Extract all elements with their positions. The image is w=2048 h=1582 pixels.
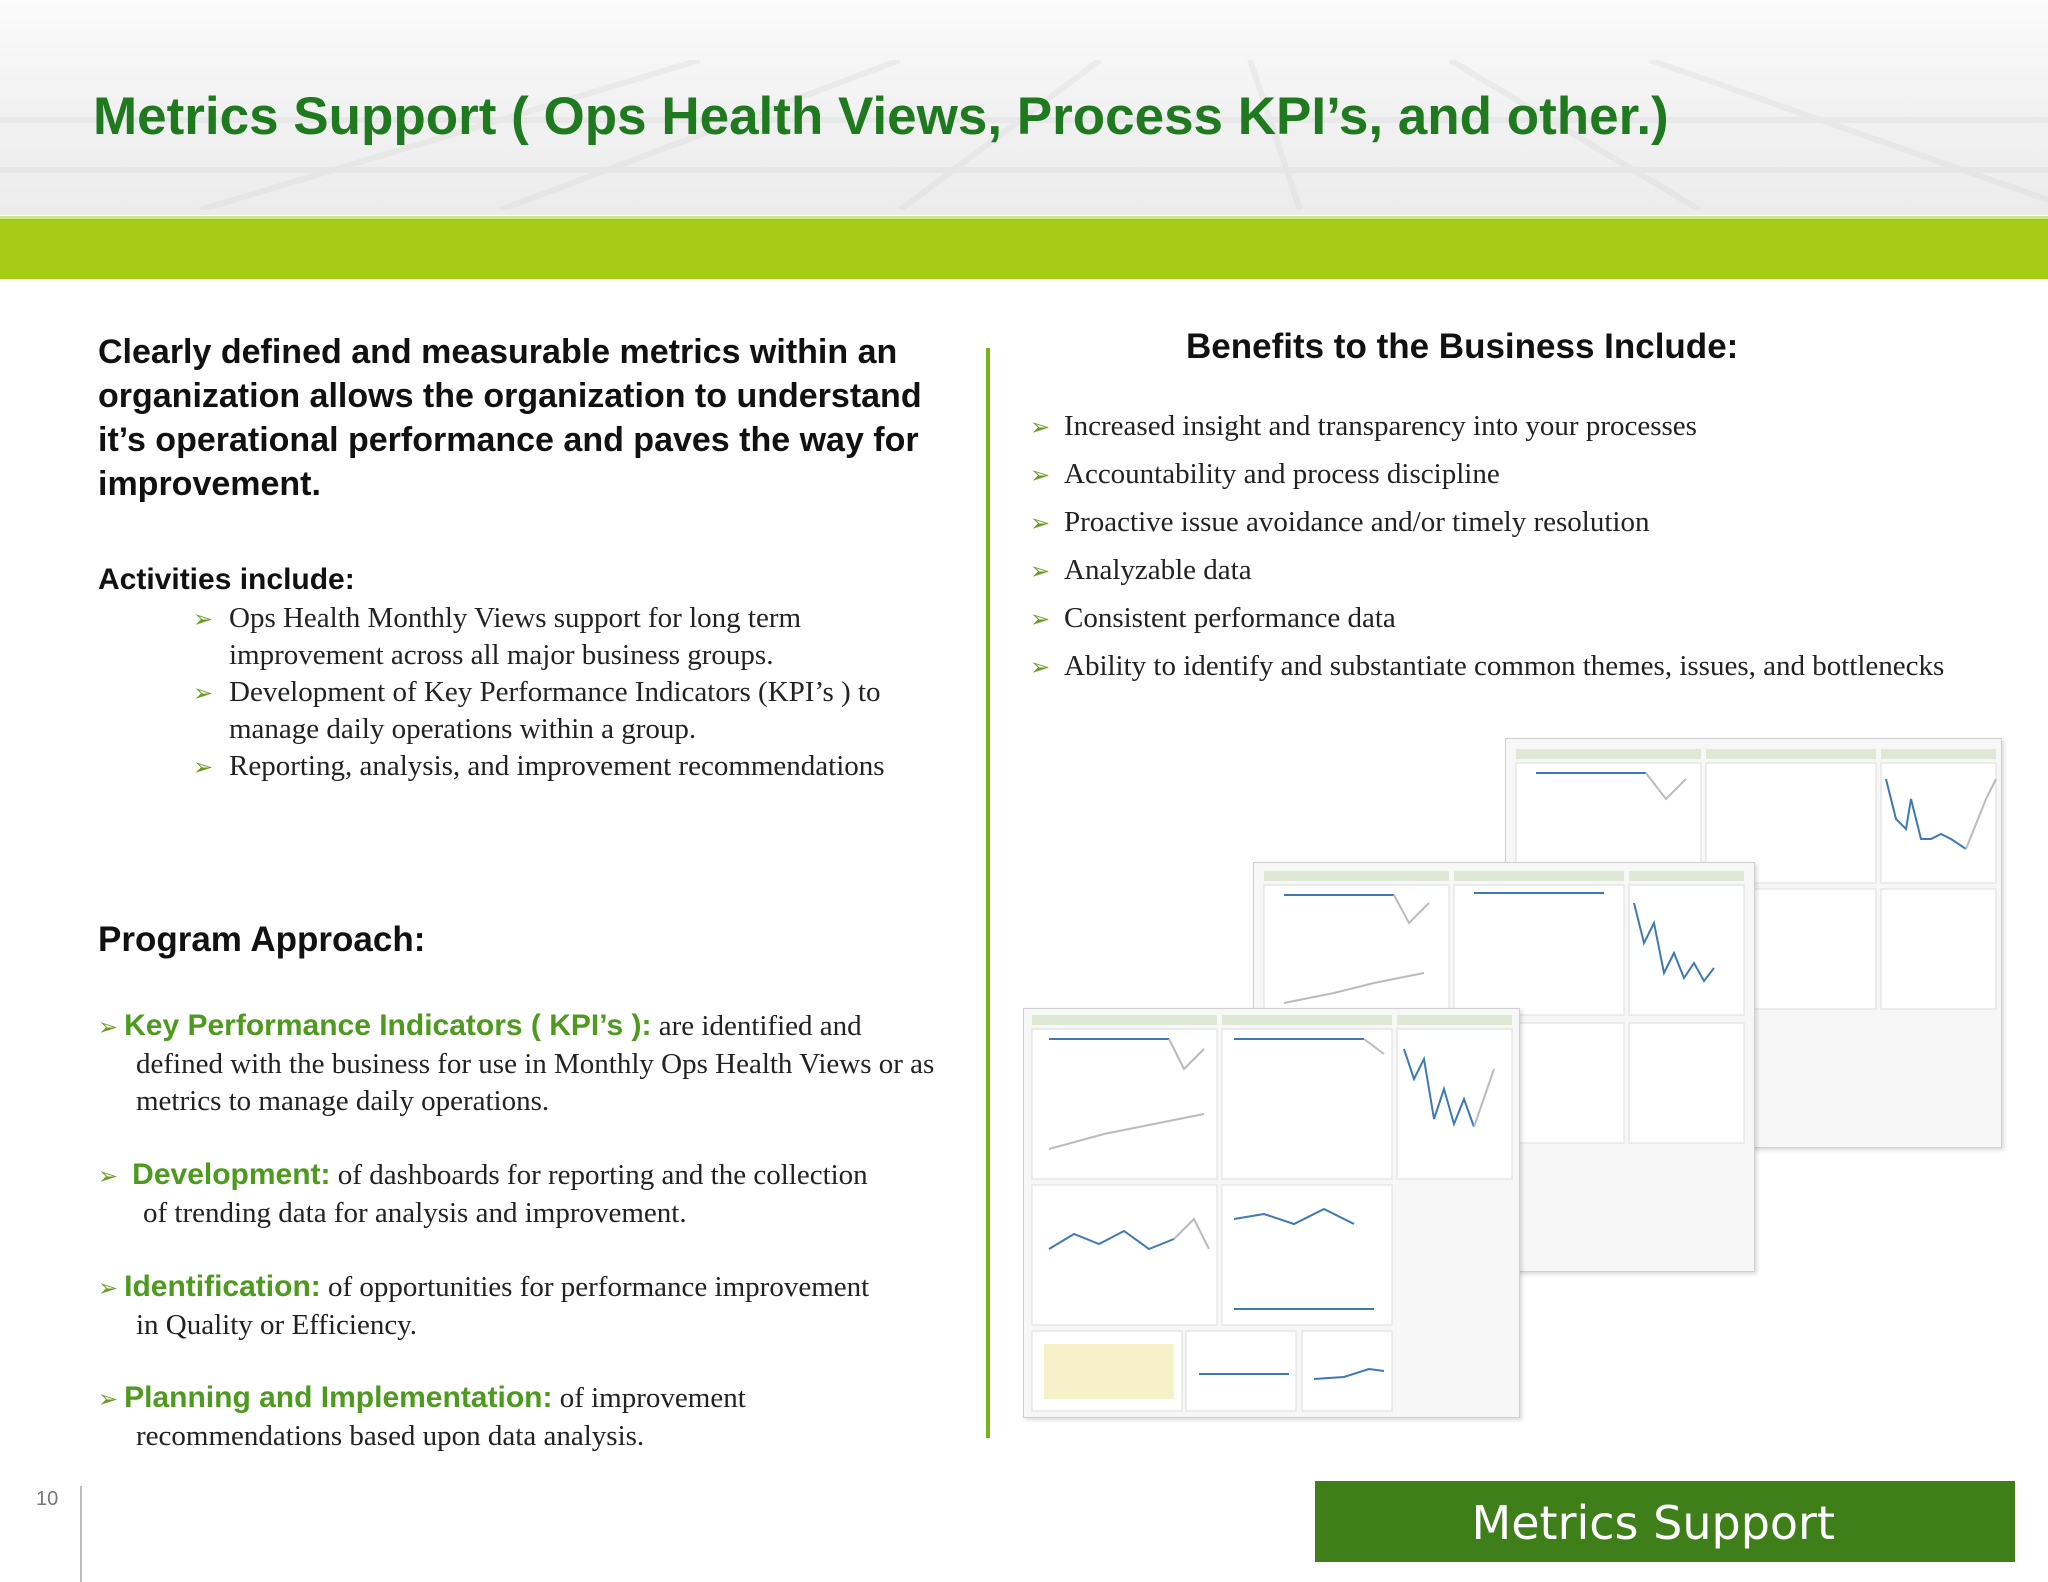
arrow-bullet-icon: ➢	[1030, 557, 1051, 585]
accent-band	[0, 216, 2048, 279]
list-item: ➢ Consistent performance data	[1030, 600, 1950, 637]
arrow-bullet-icon: ➢	[98, 1385, 119, 1413]
dashboard-thumbnail-front	[1023, 1008, 1520, 1418]
lead-paragraph: Clearly defined and measurable metrics w…	[98, 333, 922, 503]
activities-list: ➢ Ops Health Monthly Views support for l…	[193, 600, 893, 785]
arrow-bullet-icon: ➢	[1030, 461, 1051, 489]
arrow-bullet-icon: ➢	[1030, 653, 1051, 681]
list-item: ➢ Ops Health Monthly Views support for l…	[193, 600, 893, 674]
benefit-text: Analyzable data	[1064, 554, 1252, 586]
activities-heading: Activities include:	[98, 563, 355, 596]
activity-text: Reporting, analysis, and improvement rec…	[229, 750, 885, 782]
approach-label: Key Performance Indicators ( KPI’s ):	[124, 1009, 652, 1042]
approach-label: Development:	[132, 1158, 331, 1191]
approach-continuation: defined with the business for use in Mon…	[136, 1048, 935, 1117]
benefits-heading: Benefits to the Business Include:	[1186, 327, 1739, 366]
program-approach-heading: Program Approach:	[98, 920, 426, 959]
page-title: Metrics Support ( Ops Health Views, Proc…	[93, 87, 1669, 146]
approach-continuation: recommendations based upon data analysis…	[136, 1420, 645, 1452]
section-badge-label: Metrics Support	[1471, 1496, 1835, 1550]
benefit-text: Ability to identify and substantiate com…	[1064, 650, 1945, 682]
benefit-text: Proactive issue avoidance and/or timely …	[1064, 506, 1650, 538]
arrow-bullet-icon: ➢	[1030, 413, 1051, 441]
list-item: ➢ Development of Key Performance Indicat…	[193, 674, 893, 748]
arrow-bullet-icon: ➢	[98, 1162, 119, 1190]
approach-text: are identified and	[651, 1010, 862, 1042]
approach-continuation: in Quality or Efficiency.	[136, 1309, 418, 1341]
arrow-bullet-icon: ➢	[98, 1274, 119, 1302]
arrow-bullet-icon: ➢	[193, 753, 214, 781]
section-badge: Metrics Support	[1315, 1481, 2015, 1562]
arrow-bullet-icon: ➢	[98, 1013, 119, 1041]
header-banner: Metrics Support ( Ops Health Views, Proc…	[0, 0, 2048, 215]
approach-text: of opportunities for performance improve…	[320, 1271, 870, 1303]
approach-continuation: of trending data for analysis and improv…	[143, 1197, 687, 1229]
benefit-text: Consistent performance data	[1064, 602, 1396, 634]
list-item: ➢ Proactive issue avoidance and/or timely…	[1030, 504, 1950, 541]
list-item: ➢ Analyzable data	[1030, 552, 1950, 589]
list-item: ➢ Ability to identify and substantiate co…	[1030, 648, 1950, 685]
approach-item: ➢Planning and Implementation: of improve…	[98, 1379, 968, 1455]
approach-item: ➢Identification: of opportunities for pe…	[98, 1268, 968, 1344]
activity-text: Development of Key Performance Indicator…	[229, 676, 881, 745]
approach-item: ➢Key Performance Indicators ( KPI’s ): a…	[98, 1007, 968, 1120]
benefits-list: ➢ Increased insight and transparency into…	[1030, 408, 1950, 696]
footer-divider	[80, 1486, 82, 1582]
approach-label: Planning and Implementation:	[124, 1381, 553, 1414]
benefit-text: Increased insight and transparency into …	[1064, 410, 1697, 442]
arrow-bullet-icon: ➢	[193, 679, 214, 707]
arrow-bullet-icon: ➢	[1030, 509, 1051, 537]
list-item: ➢ Reporting, analysis, and improvement r…	[193, 748, 893, 785]
header-background-pattern	[0, 60, 2048, 210]
approach-text: of improvement	[552, 1382, 746, 1414]
benefit-text: Accountability and process discipline	[1064, 458, 1500, 490]
dashboard-thumbnail-image	[1031, 1015, 1513, 1412]
arrow-bullet-icon: ➢	[1030, 605, 1051, 633]
activity-text: Ops Health Monthly Views support for lon…	[229, 602, 802, 671]
column-divider	[986, 348, 990, 1438]
list-item: ➢ Accountability and process discipline	[1030, 456, 1950, 493]
arrow-bullet-icon: ➢	[193, 605, 214, 633]
approach-item: ➢ Development: of dashboards for reporti…	[98, 1156, 968, 1232]
approach-text: of dashboards for reporting and the coll…	[330, 1159, 868, 1191]
page-number: 10	[36, 1488, 59, 1510]
approach-label: Identification:	[124, 1270, 321, 1303]
list-item: ➢ Increased insight and transparency into…	[1030, 408, 1950, 445]
